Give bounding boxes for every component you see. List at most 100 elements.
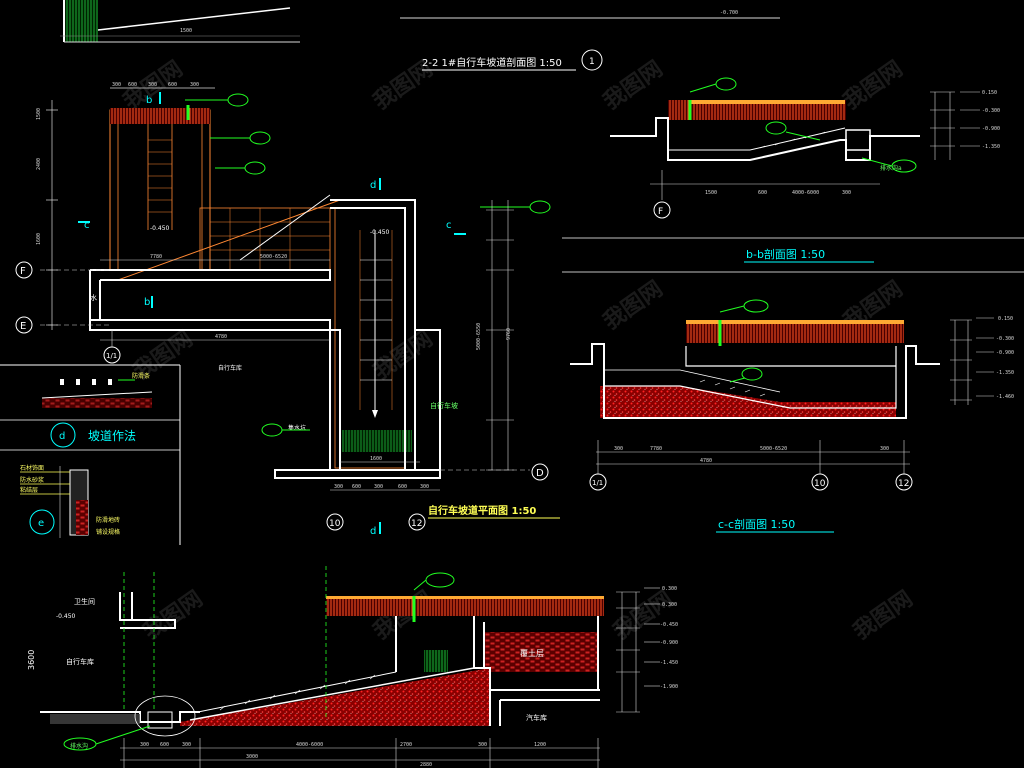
axis-10-circle	[326, 513, 344, 531]
svg-text:集水坑: 集水坑	[288, 424, 306, 432]
section-mark-c: c	[446, 220, 452, 231]
dim-7780: 7780	[150, 254, 162, 260]
section-2-2-title-text: 2-2 1#自行车坡道剖面图 1:50	[422, 56, 562, 69]
axis-E-circle	[15, 316, 33, 334]
axis-1-1-circle	[589, 473, 607, 491]
axis-D-circle	[531, 463, 549, 481]
axis-12-label: 12	[411, 519, 422, 529]
axis-1-1-label: 1/1	[106, 352, 117, 360]
watermark: 我图网	[849, 587, 917, 645]
svg-text:1500: 1500	[36, 108, 42, 120]
svg-text:2400: 2400	[36, 158, 42, 170]
label-bike-garage-2: 自行车库	[66, 657, 94, 666]
section-circle	[581, 49, 603, 71]
watermark: 我图网	[599, 277, 667, 335]
axis-12-circle	[408, 513, 426, 531]
plan-drawing: 1500 2400 1600 300 600 300 600 300	[15, 82, 560, 537]
svg-text:300: 300	[140, 742, 149, 748]
svg-text:0.150: 0.150	[998, 316, 1013, 322]
axis-10-label: 10	[814, 479, 826, 489]
svg-text:3600: 3600	[27, 650, 36, 670]
watermark: 我图网	[369, 327, 437, 385]
label-car-garage: 汽车库	[526, 713, 547, 722]
elev-label: -0.450	[56, 613, 76, 620]
svg-text:-1.450: -1.450	[660, 660, 678, 666]
svg-text:2700: 2700	[400, 742, 412, 748]
svg-text:300: 300	[148, 82, 157, 88]
axis-12-circle	[895, 473, 913, 491]
svg-text:-1.460: -1.460	[996, 394, 1014, 400]
svg-text:1200: 1200	[534, 742, 546, 748]
label-toilet: 卫生间	[74, 597, 95, 606]
svg-text:-0.900: -0.900	[996, 350, 1014, 356]
label-bike-garage: 自行车库	[218, 364, 242, 372]
svg-text:300: 300	[614, 446, 623, 452]
svg-text:0.300: 0.300	[662, 586, 677, 592]
svg-text:水: 水	[90, 293, 97, 302]
section-mark-d: d	[370, 180, 376, 191]
axis-12-label: 12	[898, 479, 909, 489]
section-mark-b: b	[146, 95, 152, 106]
section-b-b-title: b-b剖面图 1:50	[744, 247, 874, 263]
watermark: 我图网	[599, 57, 667, 115]
dim-4780: 4780	[700, 458, 712, 464]
svg-text:铺设规格: 铺设规格	[96, 528, 120, 536]
detail-e-circle	[29, 509, 55, 535]
svg-text:1500: 1500	[180, 28, 192, 34]
svg-text:1600: 1600	[36, 233, 42, 245]
svg-text:4000-6000: 4000-6000	[792, 190, 819, 196]
top-partial-section: 1500 -0.700	[60, 0, 780, 43]
svg-text:-0.300: -0.300	[996, 336, 1014, 342]
svg-text:300: 300	[842, 190, 851, 196]
svg-text:-0.700: -0.700	[720, 10, 738, 16]
axis-E-label: E	[20, 321, 26, 332]
ramp-method-title: 坡道作法	[88, 429, 136, 443]
label-drain: 排水沟a	[880, 164, 902, 172]
svg-text:600: 600	[758, 190, 767, 196]
svg-text:300: 300	[374, 484, 383, 490]
svg-text:-0.300: -0.300	[982, 108, 1000, 114]
svg-text:0.300: 0.300	[662, 602, 677, 608]
svg-text:600: 600	[352, 484, 361, 490]
svg-text:9760: 9760	[506, 328, 512, 340]
bottom-section-drawing: 覆土层	[27, 566, 678, 768]
svg-text:600: 600	[398, 484, 407, 490]
dim-4780: 4780	[215, 334, 227, 340]
ramp-method-detail: 防滑条 d 坡道作法 e 石材饰面 防水砂浆 粘结层 防滑地砖 铺设规格	[0, 364, 181, 545]
svg-text:300: 300	[182, 742, 191, 748]
axis-10-label: 10	[329, 519, 341, 529]
axis-F-circle	[653, 201, 671, 219]
svg-text:5000-6520: 5000-6520	[260, 254, 287, 260]
watermark: 我图网	[609, 587, 677, 645]
axis-10-circle	[811, 473, 829, 491]
elev-label: -0.450	[150, 225, 170, 232]
watermark-layer: 我图网 我图网 我图网 我图网 我图网 我图网 我图网 我图网 我图网 我图网 …	[119, 57, 917, 645]
svg-text:防滑条: 防滑条	[132, 372, 150, 380]
watermark: 我图网	[139, 587, 207, 645]
svg-text:-1.350: -1.350	[996, 370, 1014, 376]
label-soil: 覆土层	[520, 648, 544, 658]
section-c-c-title: c-c剖面图 1:50	[718, 517, 795, 531]
svg-text:0.150: 0.150	[982, 90, 997, 96]
svg-text:防滑地砖: 防滑地砖	[96, 516, 120, 524]
svg-text:防水砂浆: 防水砂浆	[20, 476, 44, 484]
dim-2880: 2880	[420, 762, 432, 768]
svg-text:石材饰面: 石材饰面	[20, 464, 44, 472]
dim-1600: 1600	[370, 456, 382, 462]
svg-text:300: 300	[880, 446, 889, 452]
svg-text:300: 300	[420, 484, 429, 490]
svg-text:-0.450: -0.450	[660, 622, 678, 628]
svg-text:-0.900: -0.900	[660, 640, 678, 646]
svg-text:4000-6000: 4000-6000	[296, 742, 323, 748]
svg-text:5000-6520: 5000-6520	[760, 446, 787, 452]
svg-text:300: 300	[478, 742, 487, 748]
section-b-b-title-text: b-b剖面图 1:50	[746, 247, 825, 261]
section-F-drawing: 排水沟a 1500 600 4000-6000 300 F 0.150 -0.3…	[610, 77, 1000, 219]
svg-text:600: 600	[128, 82, 137, 88]
svg-text:-0.900: -0.900	[982, 126, 1000, 132]
section-2-2-title: 2-2 1#自行车坡道剖面图 1:50 1	[422, 49, 603, 71]
section-mark-d: d	[370, 526, 376, 537]
label-drain: 排水沟	[70, 742, 88, 750]
svg-text:5000-6550: 5000-6550	[476, 323, 482, 350]
